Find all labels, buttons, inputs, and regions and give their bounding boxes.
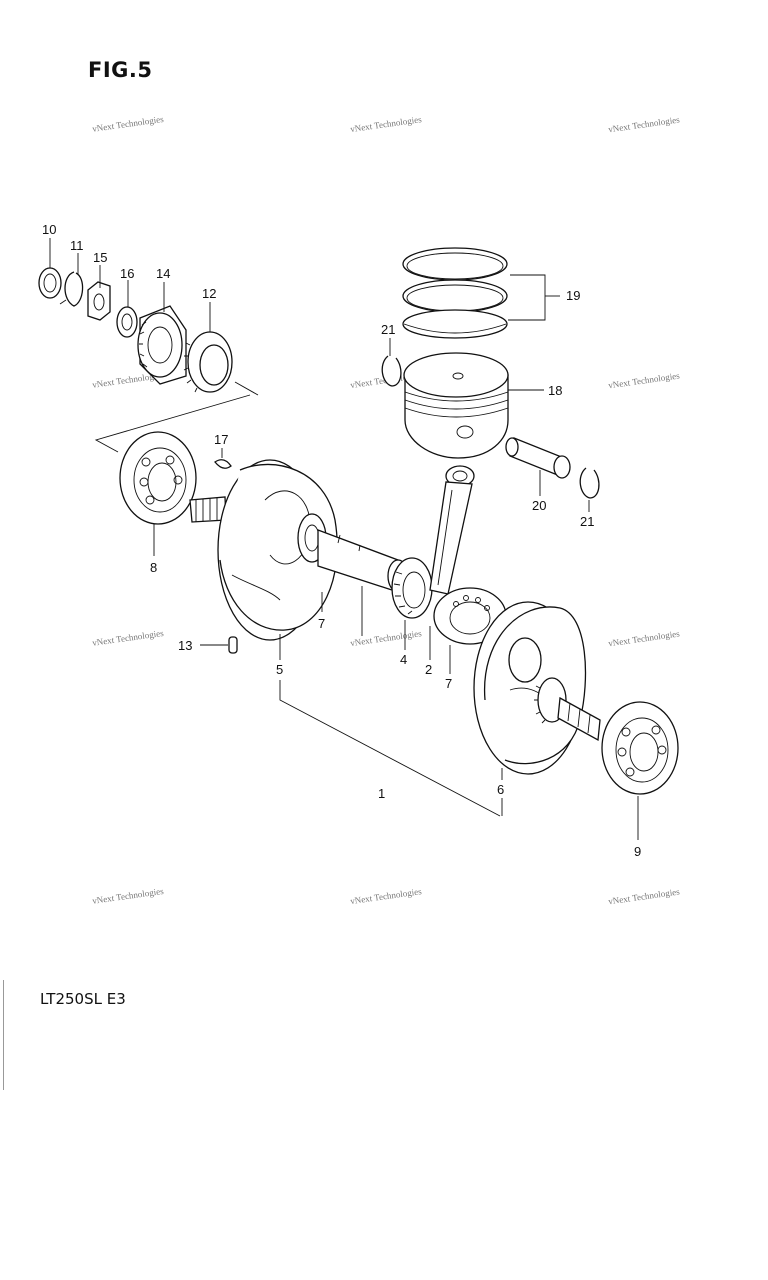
- part-14-primary-drive-gear: [137, 305, 187, 385]
- callout-8: 8: [150, 560, 157, 575]
- figure-title: FIG.5: [88, 58, 153, 82]
- watermark: vNext Technologies: [350, 886, 423, 906]
- part-16-washer: [116, 306, 138, 338]
- assembly-leader: [94, 394, 251, 453]
- part-9-bearing: [601, 701, 679, 795]
- callout-20: 20: [532, 498, 546, 513]
- watermark: vNext Technologies: [608, 370, 681, 390]
- model-code: LT250SL E3: [40, 990, 126, 1008]
- callout-7-right: 7: [445, 676, 452, 691]
- callout-4: 4: [400, 652, 407, 667]
- callout-12: 12: [202, 286, 216, 301]
- watermark: vNext Technologies: [92, 628, 165, 648]
- callout-18: 18: [548, 383, 562, 398]
- part-5-left-crank-web: [189, 459, 338, 641]
- callout-21-upper: 21: [381, 322, 395, 337]
- part-21-circlip-upper: [381, 355, 402, 387]
- assembly-leader: [234, 381, 259, 396]
- watermark: vNext Technologies: [350, 114, 423, 134]
- part-12-gear: [183, 331, 233, 393]
- part-18-piston: [403, 352, 509, 459]
- part-6-right-crank-web: [473, 601, 601, 775]
- watermark: vNext Technologies: [608, 628, 681, 648]
- watermark: vNext Technologies: [608, 114, 681, 134]
- watermark: vNext Technologies: [92, 114, 165, 134]
- callout-7-left: 7: [318, 616, 325, 631]
- leader-lines: [49, 238, 639, 840]
- callout-6: 6: [497, 782, 504, 797]
- callouts: 10 11 15 16 14 12 17 8 13 5 7 4 2 7 1 6 …: [42, 222, 641, 859]
- callout-2: 2: [425, 662, 432, 677]
- part-4-needle-bearing: [391, 557, 433, 619]
- watermark: vNext Technologies: [608, 886, 681, 906]
- watermark: vNext Technologies: [92, 886, 165, 906]
- part-11-circlip: [59, 271, 84, 307]
- page-edge-rule: [3, 980, 4, 1090]
- callout-17: 17: [214, 432, 228, 447]
- callout-15: 15: [93, 250, 107, 265]
- part-19-piston-rings: [402, 247, 508, 339]
- part-8-bearing: [119, 431, 197, 525]
- callout-16: 16: [120, 266, 134, 281]
- part-2-connecting-rod: [429, 465, 507, 645]
- callout-21-lower: 21: [580, 514, 594, 529]
- callout-5: 5: [276, 662, 283, 677]
- part-13-dowel-pin: [228, 636, 238, 654]
- watermark: vNext Technologies: [350, 628, 423, 648]
- callout-14: 14: [156, 266, 170, 281]
- callout-1: 1: [378, 786, 385, 801]
- part-10-oil-seal: [38, 267, 62, 299]
- part-21-circlip-lower: [579, 467, 600, 499]
- callout-11: 11: [70, 238, 84, 253]
- callout-10: 10: [42, 222, 56, 237]
- callout-13: 13: [178, 638, 192, 653]
- callout-9: 9: [634, 844, 641, 859]
- part-17-key: [214, 459, 232, 469]
- part-15-nut: [87, 281, 111, 321]
- part-20-piston-pin: [505, 437, 571, 479]
- callout-19: 19: [566, 288, 580, 303]
